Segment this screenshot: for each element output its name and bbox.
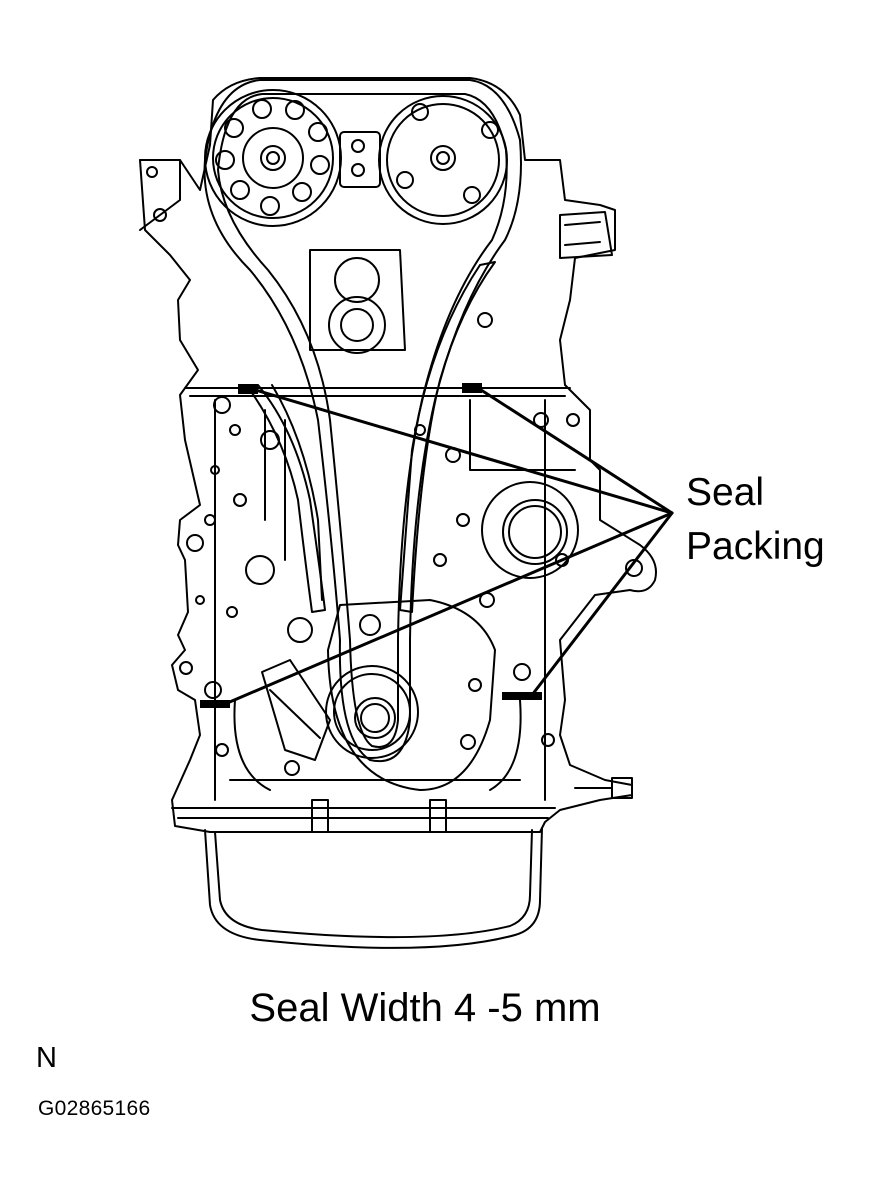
figure-id: G02865166 xyxy=(38,1097,151,1120)
seal-packing-label-line-2: Packing xyxy=(686,525,825,568)
leader-line-top-left xyxy=(250,387,674,515)
seal-packing-label: Seal Packing xyxy=(686,466,825,574)
oil-pump-body xyxy=(327,599,496,791)
left-bracket xyxy=(139,159,181,231)
leader-line-top-right xyxy=(476,386,674,515)
leader-line-bottom-left xyxy=(223,511,674,706)
oil-pan xyxy=(204,827,543,949)
center-gear xyxy=(339,131,381,188)
engine-block-outline xyxy=(139,77,657,833)
seal-packing-label-line-1: Seal xyxy=(686,471,765,514)
seal-mark-top-right xyxy=(462,383,482,393)
timing-chain-outer xyxy=(203,79,522,763)
chain-tensioner xyxy=(261,659,331,761)
intake-cam-sprocket xyxy=(204,89,342,227)
block-lug-left xyxy=(311,799,329,833)
callout-leader-lines xyxy=(223,386,674,706)
timing-chain-inner xyxy=(217,93,508,748)
crankshaft-sprocket xyxy=(325,665,419,759)
side-pin xyxy=(574,777,633,799)
seal-width-caption: Seal Width 4 -5 mm xyxy=(249,986,601,1030)
seal-packing-marks xyxy=(200,383,542,708)
seal-mark-bottom-left xyxy=(200,700,230,708)
bolt-group xyxy=(179,312,580,776)
view-marker: N xyxy=(36,1042,57,1074)
seal-mark-top-left xyxy=(238,384,258,394)
oil-pan-inner xyxy=(214,829,533,939)
right-bracket xyxy=(559,211,613,259)
chain-idler xyxy=(334,257,380,303)
leader-line-bottom-right xyxy=(530,511,674,697)
exhaust-cam-sprocket xyxy=(378,95,508,225)
seal-mark-bottom-right xyxy=(502,692,542,700)
chain-guide-right xyxy=(399,261,496,613)
block-lug-right xyxy=(429,799,447,833)
water-pump xyxy=(481,481,643,579)
